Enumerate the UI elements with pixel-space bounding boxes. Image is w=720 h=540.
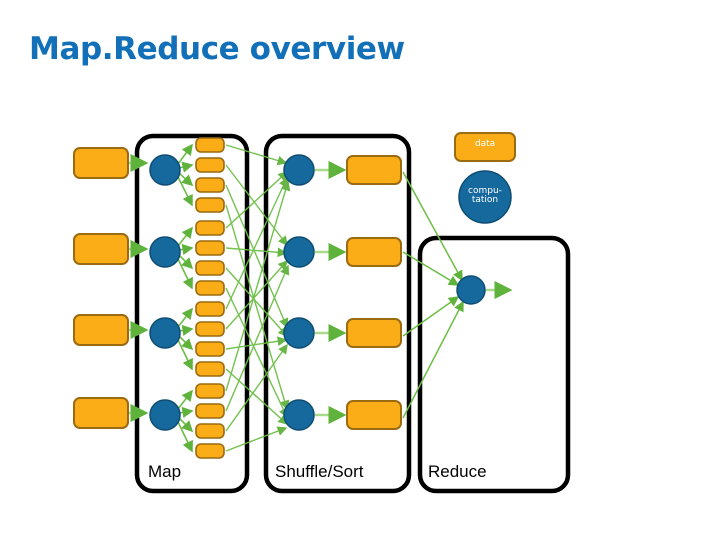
input-data-block[interactable] <box>73 397 129 429</box>
arrow-m2-i3 <box>178 254 194 270</box>
arrow-out1-final <box>402 171 463 282</box>
arrow-out3-final <box>402 296 460 337</box>
arrow-shuffle-2-1 <box>225 171 289 229</box>
arrow-out4-final <box>402 300 464 419</box>
intermediate-data-block[interactable] <box>195 280 225 296</box>
intermediate-data-block[interactable] <box>195 443 225 459</box>
input-data-blocks <box>73 147 129 429</box>
intermediate-data-block[interactable] <box>195 197 225 213</box>
arrow-shuffle-4-1 <box>225 180 291 392</box>
arrows-input-to-map <box>129 153 149 423</box>
stage-box-map <box>134 133 250 494</box>
intermediate-data-block[interactable] <box>195 220 225 236</box>
arrow-shuffle-3-2 <box>225 259 288 330</box>
reduce-computation-node[interactable] <box>283 236 315 268</box>
page-title: Map.Reduce overview <box>29 31 405 67</box>
arrow-shuffle-1-1 <box>225 144 288 166</box>
intermediate-data-block[interactable] <box>195 383 225 399</box>
arrow-m1-i1 <box>177 143 193 165</box>
map-computation-node[interactable] <box>149 317 181 349</box>
arrow-m3-i2 <box>178 324 194 336</box>
intermediate-data-block[interactable] <box>195 423 225 439</box>
arrow-shuffle-4-3 <box>225 343 288 432</box>
arrow-shuffle-1-3 <box>225 184 289 329</box>
arrow-m1-i3 <box>178 172 194 187</box>
reduce-computation-node[interactable] <box>283 154 315 186</box>
arrow-m3-i4 <box>177 339 193 371</box>
stage-label-map: Map <box>148 462 182 481</box>
intermediate-data-block[interactable] <box>195 137 225 153</box>
arrow-out2-final <box>402 251 460 286</box>
intermediate-data-block[interactable] <box>195 157 225 173</box>
reduce-output-data-block[interactable] <box>346 155 402 185</box>
reduce-computation-node[interactable] <box>283 317 315 349</box>
intermediate-data-block[interactable] <box>195 260 225 276</box>
stage-box-shuffle <box>263 133 412 494</box>
arrow-m4-i2 <box>178 406 194 418</box>
map-computation-node[interactable] <box>149 236 181 268</box>
reduce-output-data-block[interactable] <box>346 237 402 267</box>
intermediate-data-block[interactable] <box>195 341 225 357</box>
reduce-computation-nodes <box>283 154 315 431</box>
arrows-output-to-final <box>402 171 464 419</box>
arrow-m1-i2 <box>178 161 194 173</box>
arrow-shuffle-2-2 <box>225 247 288 258</box>
arrow-m3-i1 <box>177 307 193 328</box>
legend-shapes <box>454 132 516 224</box>
intermediate-data-block[interactable] <box>195 240 225 256</box>
intermediate-data-block[interactable] <box>195 177 225 193</box>
arrow-shuffle-4-4 <box>225 426 288 452</box>
reduce-output-data-block[interactable] <box>346 318 402 348</box>
arrow-m2-i2 <box>178 243 194 255</box>
arrows-reduce-to-output <box>315 160 347 425</box>
stage-label-shuffle: Shuffle/Sort <box>275 462 364 481</box>
arrow-shuffle-3-4 <box>225 368 289 425</box>
arrow-shuffle-4-2 <box>225 264 290 412</box>
arrow-m4-i4 <box>177 421 193 453</box>
intermediate-data-block[interactable] <box>195 301 225 317</box>
arrow-m1-i4 <box>177 176 193 207</box>
input-data-block[interactable] <box>73 147 129 179</box>
intermediate-data-block[interactable] <box>195 361 225 377</box>
reduce-output-data-block[interactable] <box>346 400 402 430</box>
arrow-shuffle-2-3 <box>225 267 288 338</box>
arrow-shuffle-1-4 <box>225 204 290 411</box>
map-computation-node[interactable] <box>149 154 181 186</box>
map-computation-node[interactable] <box>149 399 181 431</box>
intermediate-data-block[interactable] <box>195 321 225 337</box>
arrow-m2-i4 <box>177 258 193 290</box>
arrow-m4-i3 <box>178 417 194 433</box>
legend-data-swatch <box>454 132 516 162</box>
stage-box-reduce <box>417 235 571 494</box>
intermediate-data-blocks <box>195 137 225 459</box>
arrow-shuffle-3-1 <box>225 176 288 310</box>
input-data-block[interactable] <box>73 314 129 346</box>
arrow-shuffle-2-4 <box>225 287 288 419</box>
final-reduce-node-group <box>456 275 486 305</box>
reduce-output-data-blocks <box>346 155 402 430</box>
reduce-computation-node[interactable] <box>283 399 315 431</box>
arrows-shuffle <box>225 144 291 452</box>
arrow-m3-i3 <box>178 335 194 351</box>
intermediate-data-block[interactable] <box>195 403 225 419</box>
legend-computation-swatch <box>458 170 512 224</box>
arrow-shuffle-3-3 <box>225 336 288 350</box>
arrows-map-to-intermediate <box>177 143 194 453</box>
stage-label-reduce: Reduce <box>428 462 487 481</box>
map-computation-nodes <box>149 154 181 431</box>
input-data-block[interactable] <box>73 233 129 265</box>
arrow-m2-i1 <box>177 226 193 247</box>
arrow-shuffle-1-2 <box>225 164 288 247</box>
arrow-m4-i1 <box>177 389 193 410</box>
final-reduce-computation-node[interactable] <box>456 275 486 305</box>
